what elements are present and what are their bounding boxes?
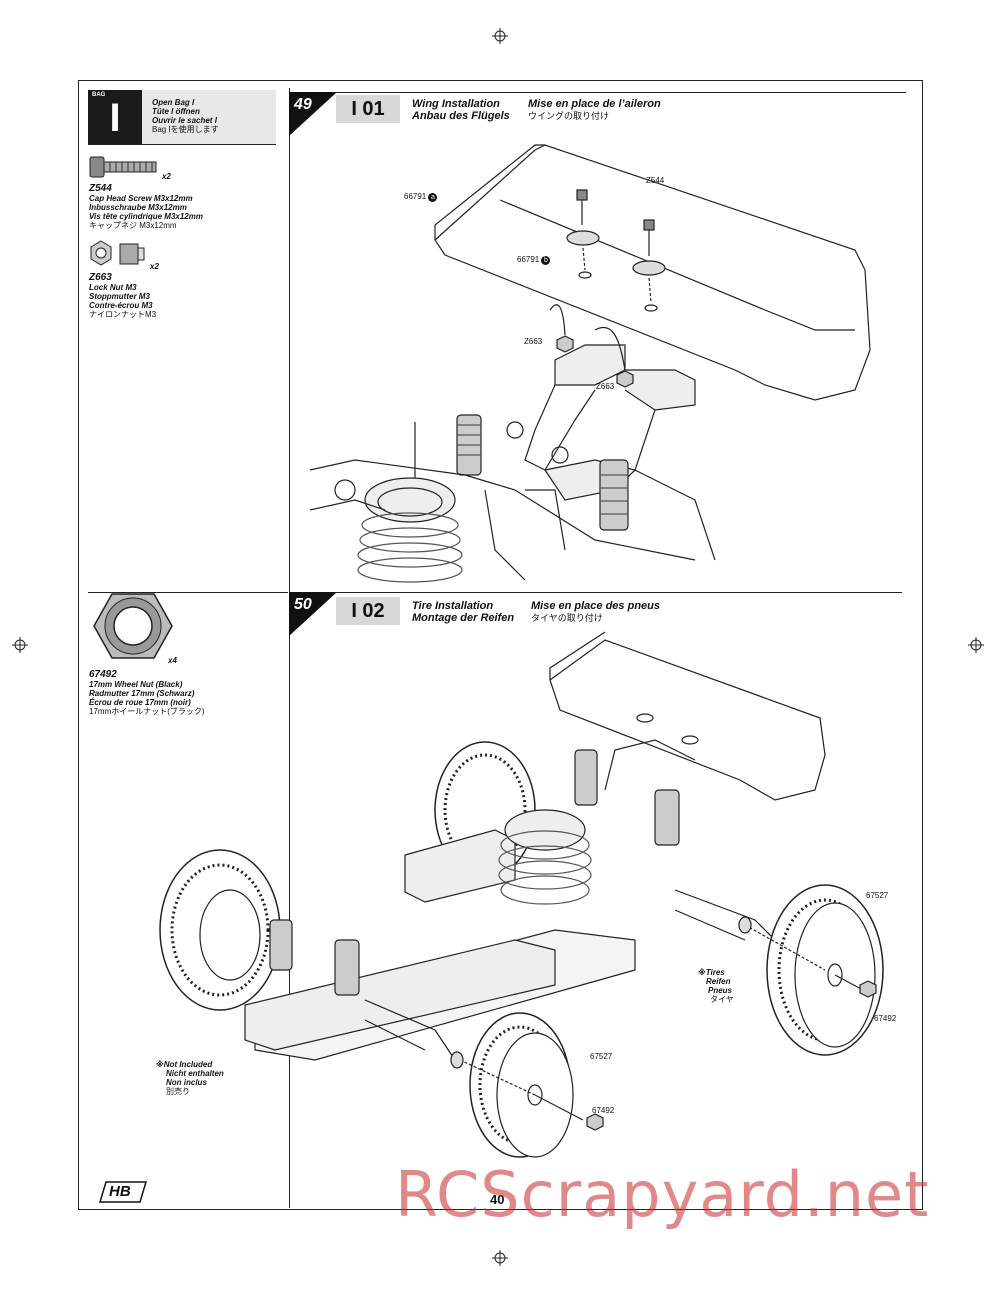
label-67527-front: 67527 (590, 1052, 613, 1061)
label-67527-rear: 67527 (866, 891, 889, 900)
step-number-badge (289, 92, 337, 136)
step-title-jp: ウイングの取り付け (528, 111, 610, 121)
part-name-fr: Vis tête cylindrique M3x12mm (89, 212, 203, 221)
step-title-49-right: Mise en place de l’aileron ウイングの取り付け (528, 98, 661, 122)
part-code: Z663 (89, 272, 112, 283)
part-z544: Z544 Cap Head Screw M3x12mm Inbusschraub… (89, 183, 203, 230)
part-name-en: Cap Head Screw M3x12mm (89, 194, 193, 203)
part-name-en: 17mm Wheel Nut (Black) (89, 680, 183, 689)
step-divider-50 (290, 592, 902, 593)
step-title-en: Wing Installation (412, 98, 500, 110)
step-number-badge (289, 592, 337, 636)
part-label: 66791 (404, 192, 427, 201)
step-title-50-left: Tire Installation Montage der Reifen (412, 600, 514, 624)
not-included-note: ※Not Included Nicht enthalten Non inclus… (156, 1060, 224, 1096)
part-qty: x2 (150, 262, 159, 271)
hb-logo: HB (98, 1180, 148, 1204)
note-mark: ※ (156, 1060, 164, 1069)
page-number: 40 (490, 1192, 505, 1207)
step-number: 49 (294, 96, 312, 113)
wing-installation-diagram (309, 144, 871, 583)
part-code: 67492 (89, 669, 117, 680)
part-name-fr: Écrou de roue 17mm (noir) (89, 698, 191, 707)
part-name-jp: ナイロンナットM3 (89, 310, 157, 319)
note-line-jp: 別売り (166, 1087, 190, 1096)
parts-divider-2 (88, 592, 288, 593)
part-code: Z544 (89, 183, 112, 194)
step-title-50-right: Mise en place des pneus タイヤの取り付け (531, 600, 660, 624)
note-line-en: Tires (705, 968, 725, 977)
watermark: RCScrapyard.net (395, 1158, 930, 1231)
page-frame (78, 80, 923, 1210)
bag-letter: I (109, 96, 121, 140)
step-divider-49 (336, 92, 906, 93)
step-number-50: 50 (289, 592, 339, 636)
logo-text: HB (109, 1183, 131, 1200)
part-qty: x4 (168, 656, 177, 665)
note-line-fr: Pneus (708, 986, 733, 995)
step-tag-50: I 02 (336, 597, 400, 625)
part-name-de: Inbusschraube M3x12mm (89, 203, 187, 212)
column-divider (289, 88, 290, 1208)
note-line-jp: タイヤ (710, 995, 734, 1004)
registration-mark-icon (492, 28, 508, 44)
note-line-fr: Non inclus (166, 1078, 207, 1087)
part-qty: x2 (162, 172, 171, 181)
note-line-de: Reifen (706, 977, 731, 986)
hb-logo-icon (98, 1181, 148, 1203)
bag-line-jp: Bag Iを使用します (152, 125, 219, 134)
registration-mark-icon (968, 637, 984, 653)
bag-letter-block: BAG I (88, 90, 142, 144)
note-line: ※Tires (698, 968, 734, 977)
step-title-de: Montage der Reifen (412, 612, 515, 624)
step-tag-49: I 01 (336, 95, 400, 123)
tire-installation-diagram (159, 631, 884, 1158)
part-name-fr: Contre-écrou M3 (89, 301, 153, 310)
step-title-fr: Mise en place des pneus (531, 600, 660, 612)
registration-mark-icon (492, 1250, 508, 1266)
label-67492-front: 67492 (592, 1106, 615, 1115)
tires-note: ※Tires Reifen Pneus タイヤ (698, 968, 734, 1004)
part-name-en: Lock Nut M3 (89, 283, 137, 292)
label-66791-b: 66791 b (517, 255, 551, 265)
step-title-49-left: Wing Installation Anbau des Flügels (412, 98, 510, 122)
label-z663-1: Z663 (524, 337, 543, 346)
parts-divider-1 (88, 144, 276, 145)
label-z663-2: Z663 (596, 382, 615, 391)
wheel-nut-icon (93, 593, 173, 659)
label-66791-a: 66791 a (404, 192, 438, 202)
part-67492: 67492 17mm Wheel Nut (Black) Radmutter 1… (89, 669, 205, 716)
bag-instructions: Open Bag I Tüte I öffnen Ouvrir le sache… (152, 98, 219, 134)
note-line-en: Not Included (163, 1060, 213, 1069)
note-line: ※Not Included (156, 1060, 224, 1069)
bag-line-en: Open Bag I (152, 98, 195, 107)
part-z663: Z663 Lock Nut M3 Stoppmutter M3 Contre-é… (89, 272, 156, 319)
part-label: 66791 (517, 255, 540, 264)
label-z544: Z544 (646, 176, 665, 185)
part-name-jp: 17mmホイールナット(ブラック) (89, 707, 205, 716)
note-mark: ※ (698, 968, 706, 977)
step-title-jp: タイヤの取り付け (531, 613, 603, 623)
step-number: 50 (294, 596, 312, 613)
step-title-fr: Mise en place de l’aileron (528, 98, 661, 110)
bag-line-fr: Ouvrir le sachet I (152, 116, 217, 125)
bag-line-de: Tüte I öffnen (152, 107, 200, 116)
cap-head-screw-icon (89, 156, 157, 178)
step-number-49: 49 (289, 92, 339, 136)
registration-mark-icon (12, 637, 28, 653)
step-title-de: Anbau des Flügels (412, 110, 510, 122)
marker-b-icon: b (541, 256, 551, 265)
label-67492-rear: 67492 (874, 1014, 897, 1023)
bag-label: BAG (92, 92, 106, 98)
part-name-de: Stoppmutter M3 (89, 292, 150, 301)
part-name-de: Radmutter 17mm (Schwarz) (89, 689, 195, 698)
lock-nut-icon (90, 240, 145, 266)
note-line-de: Nicht enthalten (166, 1069, 224, 1078)
marker-a-icon: a (428, 193, 438, 202)
step-title-en: Tire Installation (412, 600, 494, 612)
part-name-jp: キャップネジ M3x12mm (89, 221, 177, 230)
